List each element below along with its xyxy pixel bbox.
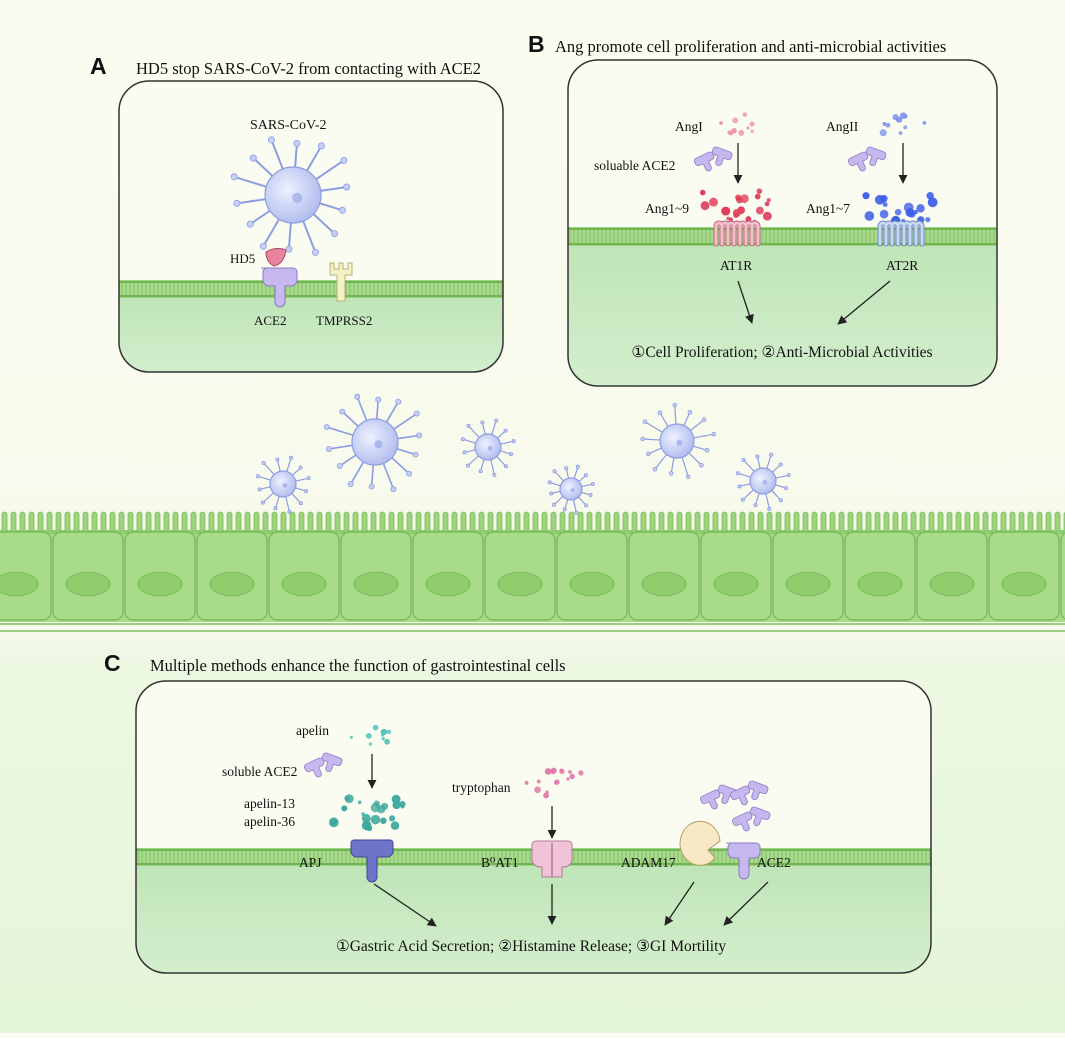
ace2-label: ACE2 [254,313,287,328]
ace2-label-c: ACE2 [757,855,791,870]
apj-effect-arrow [373,883,437,927]
apelin-peptide-dots [349,724,391,746]
free-viruses [255,393,791,515]
apj-label: APJ [299,855,322,870]
angI-label: AngI [675,119,703,134]
soluble-ace2-icon-2 [848,146,887,172]
at1r-label: AT1R [720,258,752,273]
adam17-protease-icon [679,820,721,866]
soluble-ace2-icon [694,146,733,172]
tmprss2-label: TMPRSS2 [316,313,372,328]
panel-a-title: HD5 stop SARS-CoV-2 from contacting with… [136,59,481,78]
panel-c-outcome: ①Gastric Acid Secretion; ②Histamine Rele… [336,938,727,955]
at2r-effect-arrow [837,280,891,325]
panel-c-frame [135,680,932,974]
apj-receptor-icon [350,839,394,883]
ang17-label: Ang1~7 [806,201,850,216]
shed-ace2-icon-1 [700,784,739,810]
ang19-peptide-dots [699,188,772,224]
apelin13-label: apelin-13 [244,796,295,811]
at1r-effect-arrow [737,280,754,324]
ace2-receptor-icon-c [726,842,761,880]
virus-icon-4 [640,402,717,479]
angI-peptide-dots [719,112,755,136]
soluable-ace2-label: soluable ACE2 [594,158,675,173]
soluble-ace2-label-c: soluble ACE2 [222,764,297,779]
panel-c-title: Multiple methods enhance the function of… [150,656,566,675]
tryptophan-label: tryptophan [452,780,511,795]
panel-a-frame [118,80,504,373]
ace2-effect-arrow [723,881,769,926]
sars-cov-2-virus-icon [230,136,351,256]
virus-icon-2 [460,418,516,477]
at2r-receptor-icon [877,220,925,247]
tmprss2-protease-icon [329,262,353,302]
b0at1-label: B⁰AT1 [481,855,519,870]
panel-a-letter: A [90,53,107,79]
virus-icon-3 [547,464,595,515]
at2r-label: AT2R [886,258,918,273]
at1r-receptor-icon [713,220,761,247]
panel-b-outcome: ①Cell Proliferation; ②Anti-Microbial Act… [631,344,932,361]
adam17-effect-arrow [664,881,695,926]
panel-b: B Ang promote cell proliferation and ant… [528,31,998,387]
ace2-receptor-icon [261,267,298,308]
apelin-label: apelin [296,723,329,738]
ang19-label: Ang1~9 [645,201,689,216]
panel-b-title: Ang promote cell proliferation and anti-… [555,37,946,56]
panel-b-letter: B [528,31,545,57]
apelin36-label: apelin-36 [244,814,295,829]
panel-c: C Multiple methods enhance the function … [104,650,932,974]
shed-ace2-icon-3 [730,780,769,806]
hd5-peptide-icon [265,247,287,267]
intestinal-epithelium [0,511,1065,632]
shed-ace2-icon-2 [732,806,771,832]
hd5-label: HD5 [230,251,255,266]
panel-a: A HD5 stop SARS-CoV-2 from contacting wi… [90,53,504,373]
angII-peptide-dots [879,112,927,137]
virus-icon-1 [255,455,311,514]
panel-a-virus-label: SARS-CoV-2 [250,118,327,133]
angII-label: AngII [826,119,859,134]
soluble-ace2-icon-c [304,752,343,778]
apelin-fragment-dots [328,794,406,832]
virus-icon-5 [735,452,791,511]
tryptophan-dots [524,767,584,799]
panel-c-letter: C [104,650,121,676]
panel-a-membrane [119,280,503,298]
panel-b-frame [567,59,998,387]
virus-icon-large [323,393,423,493]
adam17-label: ADAM17 [621,855,676,870]
